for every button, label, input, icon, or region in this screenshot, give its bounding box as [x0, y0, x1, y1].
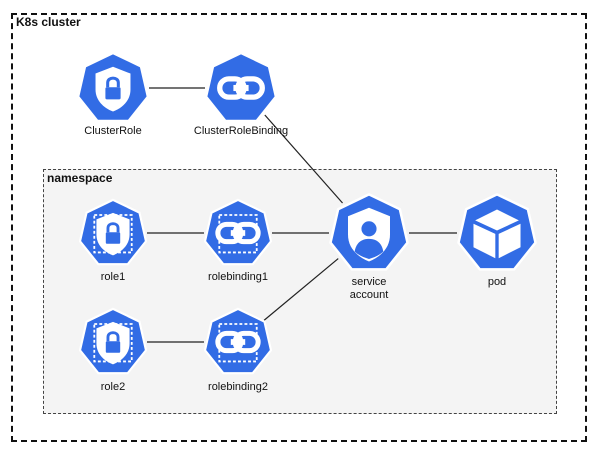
user-shield-icon — [329, 192, 409, 271]
rolebinding2-label: rolebinding2 — [208, 381, 268, 393]
pod-label: pod — [487, 276, 507, 288]
role2-label: role2 — [100, 381, 126, 393]
cluster-role-label: ClusterRole — [84, 125, 142, 137]
cluster-role-binding-label: ClusterRoleBinding — [193, 125, 289, 137]
rolebinding1-node[interactable] — [202, 197, 274, 269]
link-icon — [203, 307, 273, 375]
cluster-role-binding-node[interactable] — [203, 50, 279, 126]
edge-cluster-role-binding-to-service-account — [264, 114, 343, 204]
lock-shield-icon — [78, 307, 148, 375]
k8s-cluster-label: K8s cluster — [16, 15, 81, 29]
lock-shield-icon — [78, 198, 148, 266]
link-icon — [204, 51, 278, 123]
lock-shield-icon — [76, 51, 150, 123]
link-icon — [203, 198, 273, 266]
edge-rolebinding2-to-service-account — [263, 258, 339, 321]
role1-label: role1 — [100, 271, 126, 283]
role1-node[interactable] — [77, 197, 149, 269]
k8s-cluster-boundary — [11, 13, 587, 442]
pod-node[interactable] — [455, 191, 539, 275]
cube-icon — [457, 192, 537, 271]
rolebinding1-label: rolebinding1 — [208, 271, 268, 283]
service-account-node[interactable] — [327, 191, 411, 275]
rolebinding2-node[interactable] — [202, 306, 274, 378]
service-account-label: service account — [349, 276, 389, 301]
role2-node[interactable] — [77, 306, 149, 378]
namespace-label: namespace — [47, 171, 113, 185]
cluster-role-node[interactable] — [75, 50, 151, 126]
